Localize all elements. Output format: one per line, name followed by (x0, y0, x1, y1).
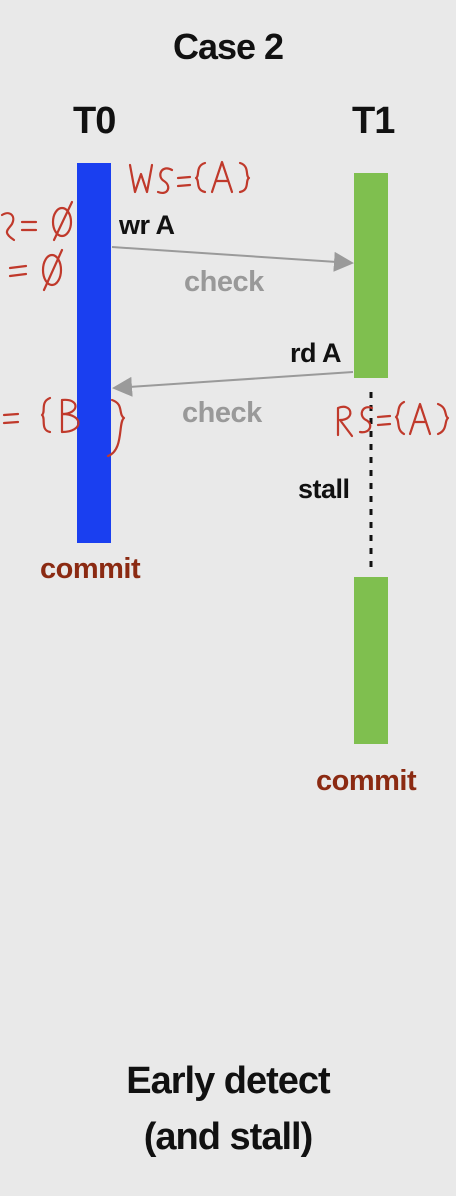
write-a-label: wr A (119, 210, 175, 240)
caption-line-2: (and stall) (143, 1116, 313, 1158)
check-label-forward: check (184, 266, 264, 298)
t1-execution-bar-resumed (354, 577, 388, 744)
handwritten-annotations (0, 160, 450, 458)
annotation-rs-empty (0, 212, 16, 242)
read-a-label: rd A (290, 338, 342, 368)
annotation-set-b (2, 412, 20, 425)
check-label-backward: check (182, 397, 262, 429)
annotation-ws-empty (8, 264, 28, 278)
slide-title: Case 2 (172, 26, 284, 67)
annotation-rs-set (336, 405, 354, 438)
caption-line-1: Early detect (126, 1060, 330, 1102)
t1-execution-bar-first (354, 173, 388, 378)
t0-commit-label: commit (40, 553, 141, 585)
check-arrow-t1-to-t0 (112, 371, 354, 397)
stall-label: stall (298, 474, 350, 504)
thread-t1-label: T1 (352, 100, 395, 142)
t1-commit-label: commit (316, 765, 417, 797)
check-arrow-t0-to-t1 (111, 246, 354, 272)
annotation-ws-set (128, 163, 154, 194)
thread-t0-label: T0 (73, 100, 116, 142)
t0-execution-bar (77, 163, 111, 543)
